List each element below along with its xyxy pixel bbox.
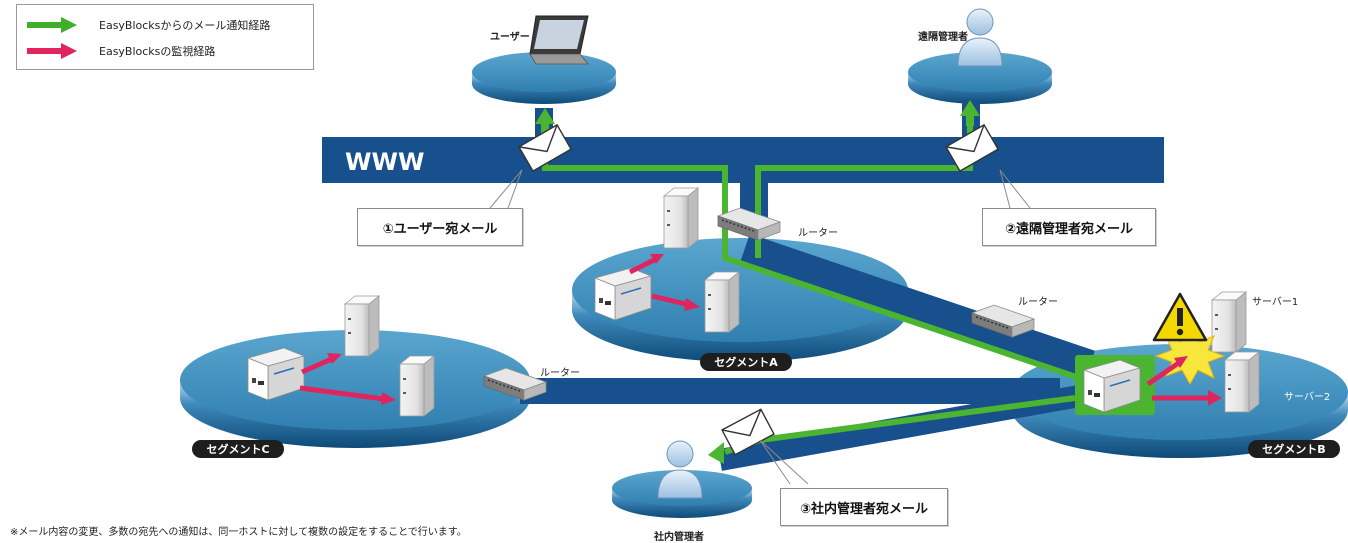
segment-c-server-right-icon xyxy=(399,355,435,417)
monitor-arrows-b xyxy=(1146,356,1222,406)
callout-user-mail: ①ユーザー宛メール xyxy=(357,208,523,246)
arrow-up-to-remote-admin xyxy=(960,100,980,126)
segment-a-badge: セグメントA xyxy=(700,353,792,371)
arrow-to-internal-admin xyxy=(708,442,724,464)
legend-monitor-route-label: EasyBlocksの監視経路 xyxy=(99,45,216,58)
monitor-arrows-c xyxy=(299,353,396,405)
arrow-right-icon xyxy=(27,43,77,59)
monitor-arrows-a xyxy=(628,254,700,311)
arrow-right-icon xyxy=(27,17,77,33)
segment-a-server-top-icon xyxy=(663,187,699,249)
link-c-to-b xyxy=(520,378,1060,404)
legend: EasyBlocksからのメール通知経路 EasyBlocksの監視経路 xyxy=(16,4,314,70)
www-backbone xyxy=(322,137,1164,183)
segment-c-badge: セグメントC xyxy=(192,440,284,458)
server1-icon xyxy=(1211,291,1247,353)
legend-monitor-route: EasyBlocksの監視経路 xyxy=(27,41,215,61)
user-label: ユーザー xyxy=(490,32,530,43)
link-a-to-b xyxy=(740,233,1095,380)
router-left-label: ルーター xyxy=(540,368,580,379)
warning-icon xyxy=(1152,292,1208,342)
server2-icon xyxy=(1224,351,1260,413)
callout-internal-admin-mail: ③社内管理者宛メール xyxy=(780,488,948,526)
internal-admin-label: 社内管理者 xyxy=(654,532,704,543)
laptop-icon xyxy=(529,15,589,65)
arrow-up-to-user xyxy=(535,108,555,134)
segment-c-server-top-icon xyxy=(344,295,380,357)
failure-burst-icon xyxy=(1154,329,1226,386)
router-top-label: ルーター xyxy=(798,228,838,239)
legend-mail-route: EasyBlocksからのメール通知経路 xyxy=(27,15,270,35)
callout-remote-admin-mail: ②遠隔管理者宛メール xyxy=(982,208,1156,246)
segment-a-server-right-icon xyxy=(704,271,740,333)
segment-b-badge: セグメントB xyxy=(1248,440,1340,458)
legend-mail-route-label: EasyBlocksからのメール通知経路 xyxy=(99,19,271,32)
router-middle-label: ルーター xyxy=(1018,297,1058,308)
remote-admin-platform xyxy=(908,52,1052,104)
internal-admin-person-icon xyxy=(657,440,703,499)
remote-admin-person-icon xyxy=(957,8,1003,67)
server2-label: サーバー2 xyxy=(1284,392,1331,403)
footnote: ※メール内容の変更、多数の宛先への通知は、同一ホストに対して複数の設定をすること… xyxy=(10,527,467,538)
www-label: WWW xyxy=(345,148,424,176)
server1-label: サーバー1 xyxy=(1252,297,1299,308)
remote-admin-label: 遠隔管理者 xyxy=(918,32,968,43)
